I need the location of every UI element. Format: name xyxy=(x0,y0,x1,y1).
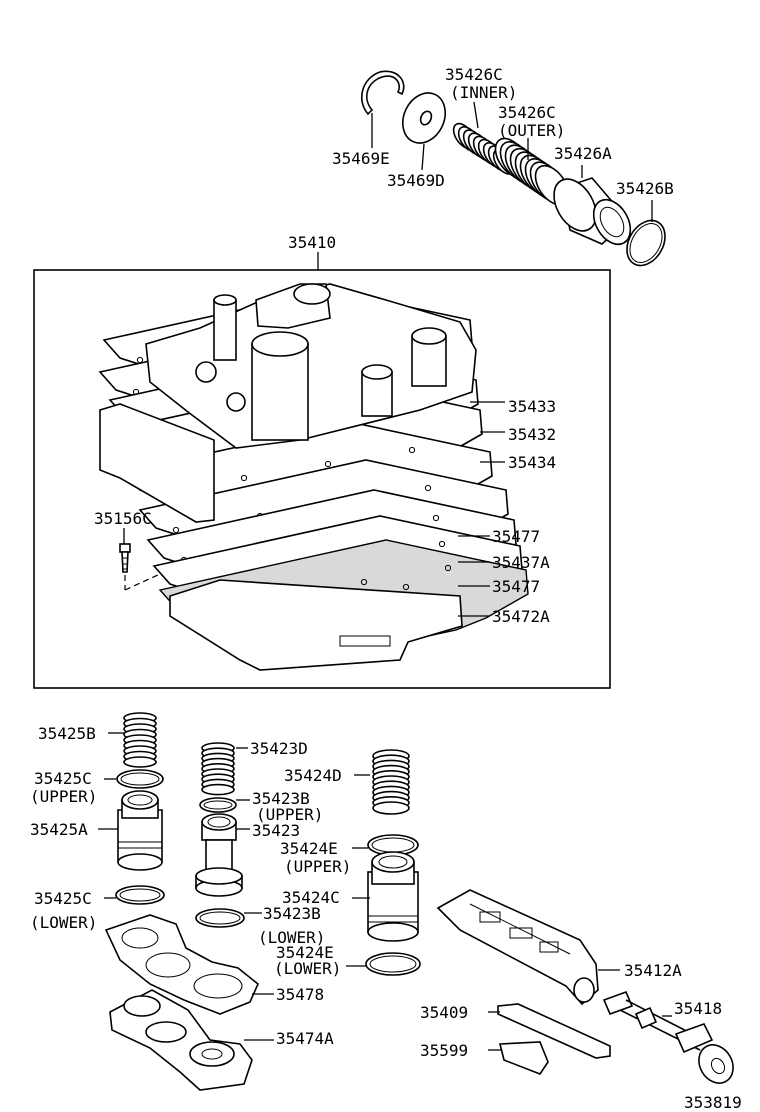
spring-35425b xyxy=(123,712,157,768)
spring-35423d xyxy=(201,742,235,796)
label-35423b-upper-note: (UPPER) xyxy=(256,805,323,824)
label-35426b: 35426B xyxy=(616,179,674,198)
label-35409: 35409 xyxy=(420,1003,468,1022)
spring-plate-35409 xyxy=(497,1003,611,1059)
label-35423b-lower: 35423B xyxy=(263,904,321,923)
bolt-35156c xyxy=(119,543,161,591)
upper-valve-body xyxy=(145,283,477,449)
cover-35474a xyxy=(109,989,253,1091)
label-35425b: 35425B xyxy=(38,724,96,743)
label-35426a: 35426A xyxy=(554,144,612,163)
valve-35418 xyxy=(602,990,734,1084)
label-35423d: 35423D xyxy=(250,739,308,758)
label-35425c-upper-note: (UPPER) xyxy=(30,787,97,806)
piston-35426a xyxy=(553,177,632,246)
o-ring-35423b-upper xyxy=(199,797,237,813)
label-35424e-lower-note: (LOWER) xyxy=(274,959,341,978)
label-35423b-lower-note: (LOWER) xyxy=(258,928,325,947)
label-35432: 35432 xyxy=(508,425,556,444)
piston-35425a xyxy=(117,790,163,871)
assembly-box-35410 xyxy=(33,269,611,689)
o-ring-35426b xyxy=(626,219,666,267)
label-35477-lower: 35477 xyxy=(492,577,540,596)
label-35423b-upper: 35423B xyxy=(252,789,310,808)
o-ring-35425c-upper xyxy=(116,769,164,789)
label-35469d: 35469D xyxy=(387,171,445,190)
label-35410: 35410 xyxy=(288,233,336,252)
label-35425c-lower-note: (LOWER) xyxy=(30,913,97,932)
clip-35599 xyxy=(498,1041,549,1075)
label-35474a: 35474A xyxy=(276,1029,334,1048)
label-35434: 35434 xyxy=(508,453,556,472)
label-35433: 35433 xyxy=(508,397,556,416)
label-35426c-inner-note: (INNER) xyxy=(450,83,517,102)
label-35425c-upper: 35425C xyxy=(34,769,92,788)
label-35423: 35423 xyxy=(252,821,300,840)
label-35437a: 35437A xyxy=(492,553,550,572)
label-35425a: 35425A xyxy=(30,820,88,839)
label-35469e: 35469E xyxy=(332,149,390,168)
valve-body-side xyxy=(99,403,215,523)
label-35472a: 35472A xyxy=(492,607,550,626)
spring-35426c-outer xyxy=(494,137,570,206)
piston-35423 xyxy=(195,813,243,897)
piston-35424c xyxy=(367,851,419,942)
spring-35424d xyxy=(372,749,410,815)
label-35425c-lower: 35425C xyxy=(34,889,92,908)
label-35424e-upper-note: (UPPER) xyxy=(284,857,351,876)
snap-ring-35469e xyxy=(360,70,405,116)
label-35156c: 35156C xyxy=(94,509,152,528)
label-35424e-lower: 35424E xyxy=(276,943,334,962)
label-35424c: 35424C xyxy=(282,888,340,907)
ref-code: 353819 xyxy=(684,1093,742,1112)
label-35426c-outer-note: (OUTER) xyxy=(498,121,565,140)
label-35418: 35418 xyxy=(674,999,722,1018)
label-35477-upper: 35477 xyxy=(492,527,540,546)
label-35426c-inner: 35426C xyxy=(445,65,503,84)
label-35424d: 35424D xyxy=(284,766,342,785)
label-35478: 35478 xyxy=(276,985,324,1004)
label-35599: 35599 xyxy=(420,1041,468,1060)
plate-35412a xyxy=(436,889,599,1006)
label-35424e-upper: 35424E xyxy=(280,839,338,858)
o-ring-35424e-lower xyxy=(365,952,421,976)
o-ring-35425c-lower xyxy=(115,885,165,905)
washer-35469d xyxy=(402,92,446,144)
label-35412a: 35412A xyxy=(624,961,682,980)
label-35426c-outer: 35426C xyxy=(498,103,556,122)
o-ring-35423b-lower xyxy=(195,908,245,928)
lower-valve-body xyxy=(169,579,463,671)
gasket-35478 xyxy=(104,914,259,1015)
